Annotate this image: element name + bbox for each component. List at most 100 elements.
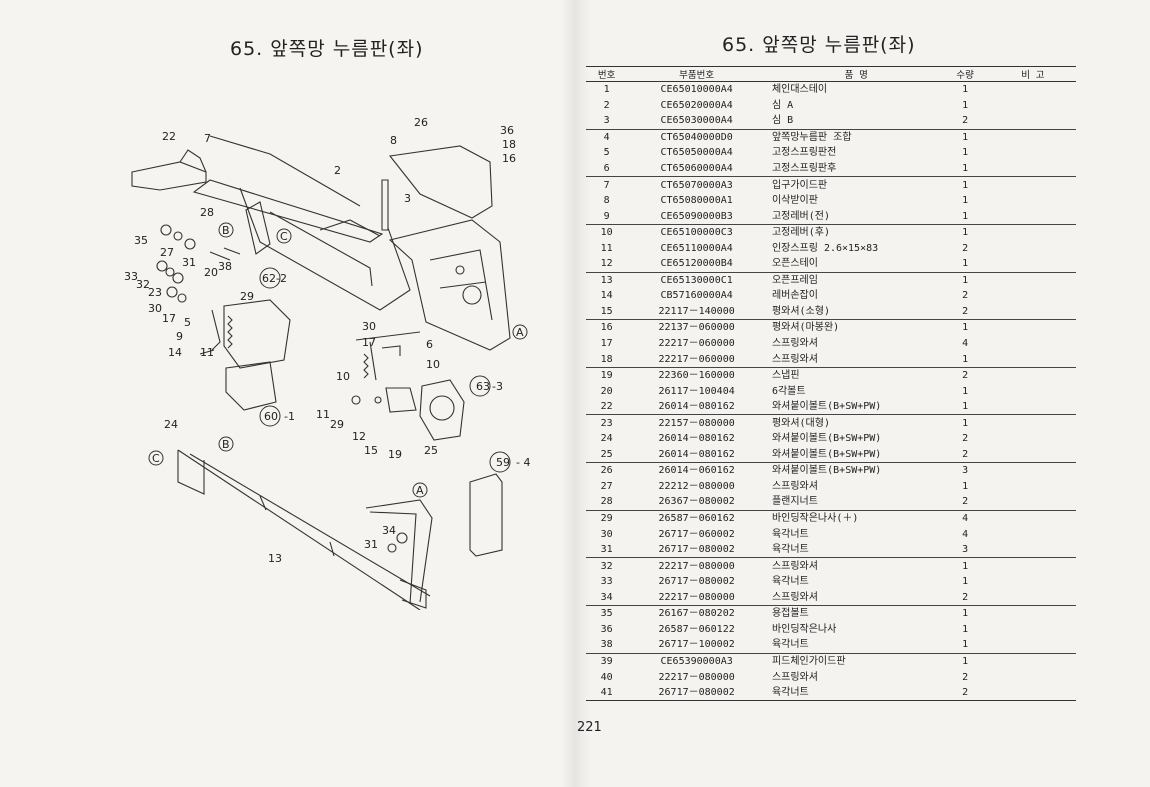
row-part-number: 22360－160000 <box>627 366 766 384</box>
row-remarks <box>990 193 1076 209</box>
row-part-name: 인장스프링 2.6×15×83 <box>771 242 879 254</box>
callout-label: 30 <box>148 302 162 315</box>
table-header-row: 번호 부품번호 품 명 수량 비 고 <box>586 66 1076 82</box>
row-number: 27 <box>600 480 613 492</box>
callout-label: B <box>222 438 230 451</box>
row-remarks <box>989 80 1076 98</box>
row-part-name: 심 B <box>771 115 794 127</box>
callout-label: 10 <box>426 358 440 371</box>
row-part-number: CT65060000A4 <box>660 163 733 174</box>
row-quantity: 1 <box>962 639 969 651</box>
row-number: 3 <box>603 115 610 127</box>
row-quantity: 1 <box>962 99 969 111</box>
row-part-number: 22212－080000 <box>658 480 735 492</box>
row-quantity: 3 <box>962 544 969 556</box>
callout-label: 3 <box>404 192 411 205</box>
row-part-number: 26014－080162 <box>658 448 735 460</box>
callout-label: 6 <box>426 338 433 351</box>
row-part-name: 평와셔(소형) <box>771 305 830 317</box>
header-quantity: 수량 <box>940 66 990 82</box>
row-number: 19 <box>586 366 628 384</box>
row-number: 5 <box>603 147 610 159</box>
row-remarks <box>990 399 1076 415</box>
row-number: 18 <box>600 353 613 365</box>
row-remarks <box>989 509 1076 527</box>
row-part-name: 와셔붙이볼트(B+SW+PW) <box>771 433 882 445</box>
callout-label: 32 <box>136 278 150 291</box>
row-number: 35 <box>586 605 628 622</box>
callout-label: -3 <box>492 380 503 393</box>
row-number: 41 <box>586 684 628 702</box>
row-quantity: 1 <box>940 605 990 622</box>
row-part-number: 26717－080002 <box>658 544 735 556</box>
row-part-number: 22217－080000 <box>658 591 735 603</box>
callout-label: B <box>222 224 230 237</box>
row-remarks <box>989 223 1076 241</box>
callout-label: 28 <box>200 206 214 219</box>
callout-label: 11 <box>200 346 214 359</box>
row-part-number: 22217－080000 <box>627 557 766 574</box>
row-number: 32 <box>586 557 628 574</box>
row-quantity: 2 <box>962 671 969 683</box>
callout-label: 34 <box>382 524 396 537</box>
row-quantity: 1 <box>962 210 969 222</box>
callout-label: 11 <box>316 408 330 421</box>
row-number: 22 <box>600 401 613 413</box>
callout-label: 13 <box>268 552 282 565</box>
row-number: 31 <box>600 544 613 556</box>
row-part-name: 앞쪽망누름판 조합 <box>765 128 941 146</box>
callout-label: 8 <box>390 134 397 147</box>
row-quantity: 2 <box>962 242 969 254</box>
row-part-number: 26014－060162 <box>627 462 766 479</box>
row-remarks <box>990 304 1076 320</box>
callout-label: 7 <box>204 132 211 145</box>
row-remarks <box>989 462 1076 479</box>
callout-label: A <box>516 326 524 339</box>
callout-label: 10 <box>336 370 350 383</box>
row-part-name: 6각볼트 <box>771 385 806 397</box>
row-remarks <box>989 271 1076 289</box>
row-number: 20 <box>600 385 613 397</box>
header-remarks: 비 고 <box>989 66 1076 82</box>
callout-label: 12 <box>352 430 366 443</box>
callout-label: -1 <box>284 410 295 423</box>
row-part-name: 스프링와셔 <box>771 671 818 683</box>
row-part-name: 와셔붙이볼트(B+SW+PW) <box>771 448 882 460</box>
row-number: 1 <box>586 80 628 98</box>
row-part-number: CE65020000A4 <box>660 99 733 111</box>
callout-label: 38 <box>218 260 232 273</box>
row-part-number: 22117－140000 <box>658 305 735 317</box>
callout-label: 25 <box>424 444 438 457</box>
row-remarks <box>989 652 1076 670</box>
row-part-name: 와셔붙이볼트(B+SW+PW) <box>771 401 882 413</box>
row-remarks <box>990 447 1076 463</box>
row-number: 26 <box>586 462 628 479</box>
callout-label: 16 <box>502 152 516 165</box>
row-part-number: CB57160000A4 <box>660 290 733 302</box>
callout-label: A <box>416 484 424 497</box>
callout-label: 22 <box>162 130 176 143</box>
row-remarks <box>990 351 1076 367</box>
row-part-name: 입구가이드판 <box>765 176 941 193</box>
row-part-name: 오픈스테이 <box>771 258 818 270</box>
row-number: 12 <box>600 258 613 270</box>
row-part-name: 고정스프링판후 <box>771 163 837 174</box>
row-part-name: 고정레버(전) <box>771 210 830 222</box>
row-part-number: CE65120000B4 <box>660 258 733 270</box>
row-part-number: 26014－080162 <box>658 401 735 413</box>
page-number: 221 <box>577 720 602 735</box>
row-remarks <box>990 145 1076 161</box>
row-number: 33 <box>600 576 613 588</box>
callout-label: 36 <box>500 124 514 137</box>
row-number: 36 <box>600 623 613 635</box>
row-remarks <box>990 542 1076 558</box>
